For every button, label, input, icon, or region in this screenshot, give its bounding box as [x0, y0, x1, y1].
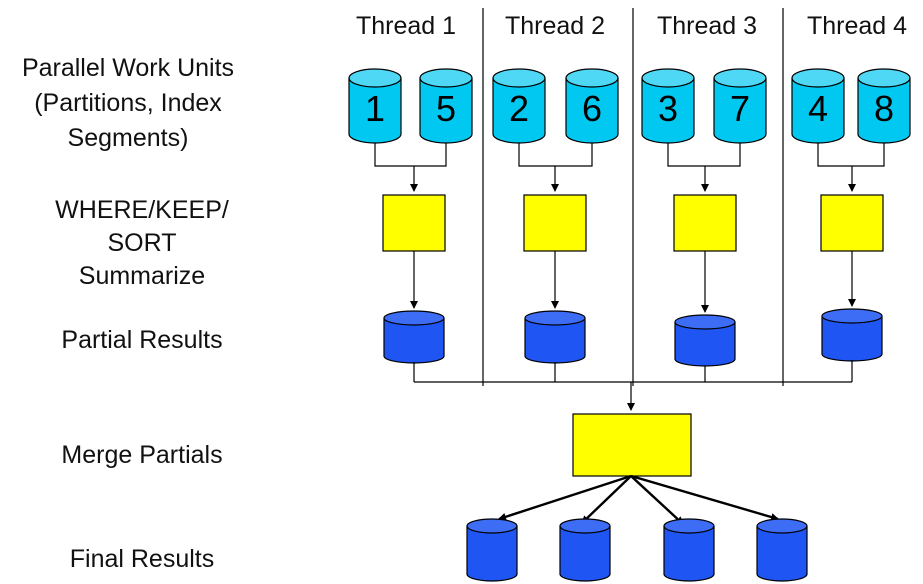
work-unit-number: 7 — [730, 88, 750, 129]
partial-result-cylinder — [821, 308, 883, 362]
final-result-cylinder — [466, 518, 518, 582]
row-label-work-units-line1: Parallel Work Units — [22, 54, 234, 82]
final-results — [466, 518, 808, 582]
work-unit-number: 5 — [436, 88, 456, 129]
where-keep-process-box — [382, 194, 446, 252]
row-label-where-keep-line3: Summarize — [79, 262, 205, 290]
thread-column-4: Thread 4 4 8 — [791, 12, 911, 362]
row-label-final-results: Final Results — [70, 545, 215, 573]
thread-label: Thread 2 — [505, 12, 605, 40]
where-keep-process-box — [523, 194, 587, 252]
final-result-cylinder — [559, 518, 611, 582]
work-unit-cylinder: 3 — [641, 68, 695, 144]
thread-separators — [482, 8, 784, 386]
row-label-merge-partials: Merge Partials — [61, 441, 222, 469]
thread-label: Thread 1 — [356, 12, 456, 40]
partial-result-cylinder — [383, 310, 445, 364]
work-unit-number: 6 — [582, 88, 602, 129]
thread-column-3: Thread 3 3 7 — [641, 12, 767, 367]
work-unit-cylinder: 4 — [791, 68, 845, 144]
work-unit-number: 1 — [365, 88, 385, 129]
row-label-work-units-line3: Segments) — [68, 124, 189, 152]
work-unit-cylinder: 8 — [857, 68, 911, 144]
row-label-partial-results: Partial Results — [61, 326, 222, 354]
partial-result-cylinder — [674, 314, 736, 367]
merge-connectors — [413, 360, 853, 411]
row-label-where-keep-line2: SORT — [108, 229, 177, 257]
row-label-work-units-line2: (Partitions, Index — [34, 89, 222, 117]
work-unit-number: 3 — [658, 88, 678, 129]
work-unit-cylinder: 1 — [348, 68, 402, 144]
work-unit-cylinder: 6 — [565, 68, 619, 144]
work-unit-number: 8 — [874, 88, 894, 129]
final-result-cylinder — [663, 518, 715, 582]
thread-column-2: Thread 2 2 6 — [492, 12, 619, 364]
thread-label: Thread 3 — [657, 12, 757, 40]
thread-column-1: Thread 1 1 5 — [348, 12, 473, 364]
row-labels: Parallel Work Units (Partitions, Index S… — [22, 54, 234, 573]
work-unit-cylinder: 7 — [713, 68, 767, 144]
thread-label: Thread 4 — [807, 12, 907, 40]
final-arrows — [498, 474, 779, 525]
work-unit-cylinder: 2 — [492, 68, 546, 144]
threads: Thread 1 1 5 Thread 2 2 6 Thread 3 3 7 Thread 4 4 8 — [348, 12, 911, 367]
partial-result-cylinder — [524, 310, 586, 364]
merge-process-box — [572, 413, 692, 477]
work-unit-cylinder: 5 — [419, 68, 473, 144]
work-unit-number: 2 — [509, 88, 529, 129]
work-unit-number: 4 — [808, 88, 828, 129]
where-keep-process-box — [673, 194, 737, 252]
row-label-where-keep-line1: WHERE/KEEP/ — [55, 196, 229, 224]
where-keep-process-box — [820, 194, 884, 252]
final-result-cylinder — [756, 518, 808, 582]
